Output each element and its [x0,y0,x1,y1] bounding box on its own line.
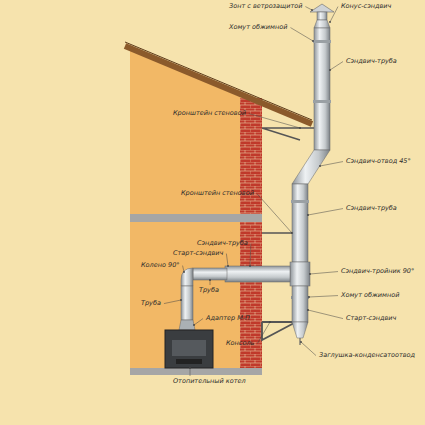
boiler-vent [176,359,202,364]
leader-dot [180,299,182,301]
sandwich-elbow-45 [292,150,330,184]
clamp [313,40,331,43]
part-label: Хомут обжимной [340,292,400,299]
cap-pipe [317,12,327,20]
leader-dot [300,341,302,343]
leader-dot [249,265,251,267]
leader-dot [308,296,310,298]
part-label: Кронштейн стеновой [180,190,255,197]
leader-dot [193,324,195,326]
start-sandwich [292,286,308,322]
clamp [291,200,309,203]
part-label: Сэндвич-труба [345,58,398,65]
sandwich-pipe [314,28,330,150]
leader-dot [269,321,271,323]
leader-dot [189,367,191,369]
part-label: Адаптер М-П [205,315,251,322]
leader-dot [329,21,331,23]
start-sandwich [225,266,290,282]
part-label: Консоль [225,340,255,347]
part-label: Старт-сэндвич [345,315,397,322]
part-label: Отопительный котел [172,378,247,385]
part-label: Сэндвич-труба [345,205,398,212]
leader-line [290,28,313,41]
wall-bracket [262,128,315,140]
leader-line [226,254,228,266]
part-label: Кронштейн стеновой [172,110,247,117]
rain-cap [310,4,334,12]
leader-dot [311,9,313,11]
boiler [165,330,213,368]
cone-sandwich [314,20,330,28]
leader-line [190,368,191,376]
roof-edge [125,42,312,120]
leader-line [164,300,181,304]
roof [125,46,312,124]
sandwich-pipe [292,184,308,262]
leader-dot [227,265,229,267]
brick-wall [240,98,262,368]
leader-dot [329,69,331,71]
leader-line [310,272,338,274]
leader-line [308,310,343,319]
leader-line [305,7,312,10]
leader-line [308,209,343,215]
ground-floor [130,368,262,375]
part-label: Труба [140,300,162,307]
leader-line [257,194,292,233]
leader-line [330,62,343,70]
leader-dot [319,165,321,167]
part-label: Зонт с ветрозащитой [228,3,303,10]
leader-line [330,7,338,22]
leader-line [183,266,184,272]
leader-line [249,114,300,128]
condensate-plug [292,322,308,338]
pipe [181,286,193,320]
part-label: Сэндвич-труба [196,240,249,247]
leader-dot [299,127,301,129]
adapter [179,320,195,330]
leader-dot [307,309,309,311]
elbow-90 [181,268,193,286]
pipe [193,268,227,280]
leader-dot [291,232,293,234]
part-label: Труба [198,287,220,294]
part-label: Конус-сэндвич [340,3,392,10]
leader-dot [307,214,309,216]
part-label: Колено 90° [140,262,181,269]
leader-dot [209,279,211,281]
leader-dot [309,273,311,275]
leader-line [320,162,343,166]
floor-slab [130,214,262,222]
leader-line [210,280,211,285]
leader-line [309,296,338,297]
console [262,322,308,340]
leader-line [194,319,203,325]
part-label: Сэндвич-отвод 45° [345,158,412,165]
part-label: Сэндвич-тройник 90° [340,268,415,275]
leader-dot [312,40,314,42]
part-label: Старт-сэндвич [172,250,224,257]
clamp [313,100,331,103]
leader-dot [183,271,185,273]
part-label: Хомут обжимной [228,24,288,31]
leader-line [257,322,270,344]
sandwich-tee [290,262,310,286]
leader-line [301,342,316,356]
leader-line [250,244,252,266]
wall-bracket [262,232,293,234]
part-label: Заглушка-конденсатоотвод [318,352,416,359]
boiler-door [172,340,206,356]
